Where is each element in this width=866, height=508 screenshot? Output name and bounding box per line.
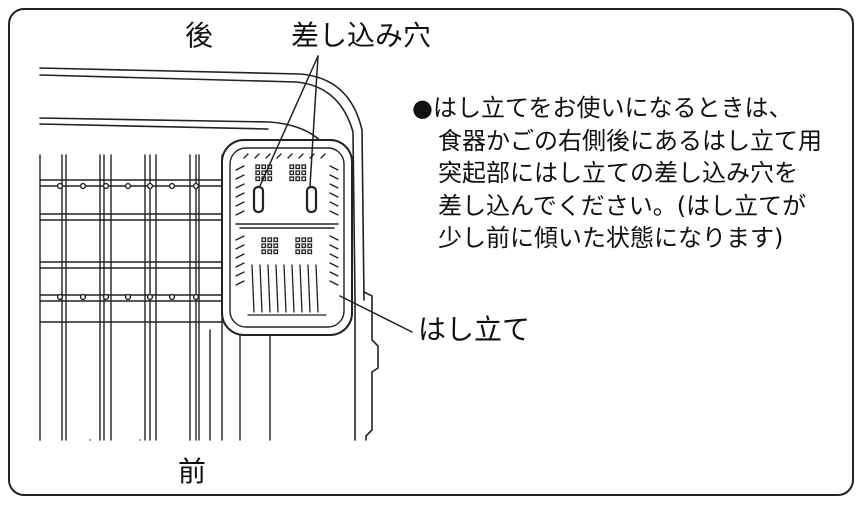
insertion-hole-left — [252, 185, 265, 214]
label-back: 後 — [185, 19, 214, 52]
label-chopstick-stand: はし立て — [418, 313, 531, 346]
note-line: 突起部にはし立ての差し込み穴を — [438, 159, 798, 188]
chopstick-stand-illustration — [221, 139, 353, 336]
note-line: 少し前に傾いた状態になります) — [438, 224, 784, 253]
note-line: ●はし立てをお使いになるときは、 — [412, 94, 793, 122]
note-line: 食器かごの右側後にあるはし立て用 — [438, 126, 822, 155]
instruction-note: ●はし立てをお使いになるときは、 食器かごの右側後にあるはし立て用 突起部にはし… — [412, 92, 852, 255]
figure-frame — [8, 8, 854, 496]
rack-grid — [39, 154, 271, 441]
label-insertion-hole: 差し込み穴 — [291, 19, 432, 52]
label-front: 前 — [178, 455, 207, 488]
note-line: 差し込んでください。(はし立てが — [438, 191, 807, 220]
insertion-hole-right — [305, 185, 318, 214]
leader-lines — [259, 55, 413, 333]
